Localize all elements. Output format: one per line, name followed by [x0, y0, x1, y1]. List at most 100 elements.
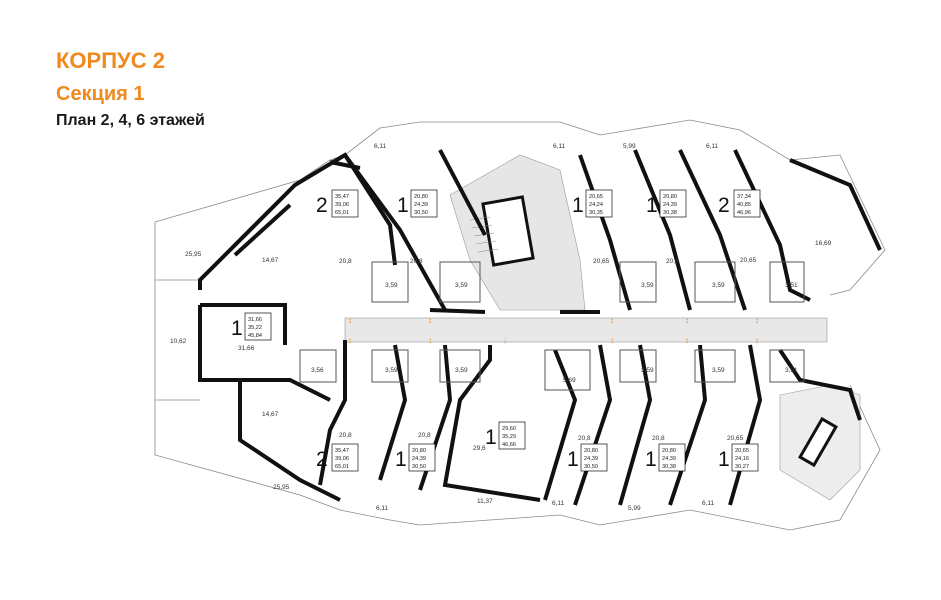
entrance-arrows: ↕↕ ↕↕ ↓↕ ↕↕ ↕↕ ↕: [348, 316, 759, 345]
apartment-area-living: 20,80: [414, 194, 428, 200]
elevator-bottom: [798, 416, 838, 468]
apartment-area-full: 30,38: [662, 464, 676, 470]
svg-text:↓: ↓: [503, 336, 507, 345]
apartment-rooms: 1: [718, 448, 730, 471]
apartment-area-total: 35,29: [502, 434, 516, 440]
floor-plan-title: План 2, 4, 6 этажей: [56, 112, 205, 129]
apartment-badge[interactable]: 2 35,47 39,06 65,01: [316, 443, 359, 472]
site-outline: [154, 119, 886, 531]
apartment-badge[interactable]: 1 20,80 24,39 30,50: [397, 189, 438, 218]
apartment-rooms: 2: [316, 194, 328, 217]
room-label: 5,99: [628, 505, 641, 512]
room-label: 3,59: [455, 367, 468, 374]
room-label: 20,8: [339, 432, 352, 439]
room-label: 20,65: [740, 257, 757, 264]
svg-text:↕: ↕: [755, 336, 759, 345]
apartment-badge[interactable]: 2 35,47 39,06 65,01: [316, 189, 359, 218]
room-label: 14,67: [262, 411, 279, 418]
interior-partitions: [299, 261, 805, 391]
room-label: 20,8: [666, 258, 679, 265]
apartment-area-full: 30,38: [663, 210, 677, 216]
apartment-area-total: 24,39: [412, 456, 426, 462]
elevator-top: [481, 195, 535, 267]
section-title: Секция 1: [56, 83, 145, 105]
room-label: 25,95: [185, 251, 202, 258]
room-label: 10,62: [170, 338, 187, 345]
room-label: 3,59: [455, 282, 468, 289]
apartment-area-living: 31,66: [248, 317, 262, 323]
svg-text:↕: ↕: [685, 336, 689, 345]
svg-text:↕: ↕: [428, 336, 432, 345]
room-label: 3,51: [785, 367, 798, 374]
room-label: 3,51: [785, 282, 798, 289]
apartment-badge[interactable]: 1 29,60 35,29 46,66: [485, 421, 526, 450]
apartment-area-full: 30,50: [584, 464, 598, 470]
room-label: 5,69: [563, 377, 576, 384]
apartment-area-total: 24,39: [663, 202, 677, 208]
room-label: 20,8: [652, 435, 665, 442]
apartment-badge[interactable]: 1 20,80 24,39 30,38: [645, 443, 686, 472]
room-label: 14,67: [262, 257, 279, 264]
apartment-rooms: 1: [645, 448, 657, 471]
room-label: 6,11: [706, 143, 719, 150]
apartment-rooms: 2: [316, 448, 328, 471]
room-label: 3,59: [385, 282, 398, 289]
apartment-area-total: 40,85: [737, 202, 751, 208]
room-label: 11,37: [477, 498, 493, 505]
apartment-rooms: 1: [397, 194, 409, 217]
apartment-area-living: 20,80: [412, 448, 426, 454]
apartment-rooms: 2: [718, 194, 730, 217]
svg-text:↕: ↕: [348, 316, 352, 325]
apartment-area-total: 24,16: [735, 456, 749, 462]
room-label: 29,6: [473, 445, 486, 452]
room-label: 6,11: [553, 143, 566, 150]
apartment-area-full: 65,01: [335, 464, 349, 470]
room-label: 5,99: [623, 143, 636, 150]
room-label: 3,59: [712, 367, 725, 374]
room-label: 6,11: [376, 505, 389, 512]
room-label: 6,11: [702, 500, 715, 507]
apartment-area-total: 24,39: [414, 202, 428, 208]
apartment-area-living: 20,80: [584, 448, 598, 454]
apartment-rooms: 1: [395, 448, 407, 471]
room-label: 20,65: [593, 258, 610, 265]
apartment-badge[interactable]: 2 37,34 40,85 46,96: [718, 189, 761, 218]
apartment-area-full: 30,50: [412, 464, 426, 470]
room-label: 6,11: [374, 143, 387, 150]
apartment-badge[interactable]: 1 20,80 24,39 30,50: [395, 443, 436, 472]
apartment-area-full: 65,01: [335, 210, 349, 216]
room-label: 20,8: [410, 258, 423, 265]
apartment-area-total: 35,22: [248, 325, 262, 331]
room-label: 3,59: [385, 367, 398, 374]
walls-upper: [198, 149, 882, 314]
apartment-badge[interactable]: 1 20,80 24,39 30,38: [646, 189, 687, 218]
room-label: 20,8: [578, 435, 591, 442]
building-title: КОРПУС 2: [56, 48, 165, 73]
apartment-badge[interactable]: 1 31,66 35,22 45,84: [231, 312, 272, 341]
apartment-badge[interactable]: 1 20,80 24,39 30,50: [567, 443, 608, 472]
apartment-area-full: 45,84: [248, 333, 262, 339]
room-label: 3,59: [641, 282, 654, 289]
apartment-area-total: 24,39: [584, 456, 598, 462]
room-label: 3,56: [311, 367, 324, 374]
apartment-area-living: 20,65: [735, 448, 749, 454]
apartment-rooms: 1: [485, 426, 497, 449]
apartment-area-total: 24,39: [662, 456, 676, 462]
apartment-badge[interactable]: 1 20,65 24,24 30,35: [572, 189, 613, 218]
apartment-badge[interactable]: 1 20,65 24,16 30,27: [718, 443, 759, 472]
apartment-area-living: 29,60: [502, 426, 516, 432]
room-label: 25,95: [273, 484, 290, 491]
apartment-area-living: 35,47: [335, 448, 349, 454]
apartment-rooms: 1: [646, 194, 658, 217]
apartment-area-living: 37,34: [737, 194, 751, 200]
apartment-area-full: 46,66: [502, 442, 516, 448]
apartment-area-living: 20,65: [589, 194, 603, 200]
room-label: 3,59: [641, 367, 654, 374]
corridor: [344, 317, 828, 343]
room-label: 20,8: [418, 432, 431, 439]
svg-text:↕: ↕: [610, 316, 614, 325]
apartment-area-total: 39,06: [335, 202, 349, 208]
room-label: 20,8: [339, 258, 352, 265]
apartment-area-full: 46,96: [737, 210, 751, 216]
